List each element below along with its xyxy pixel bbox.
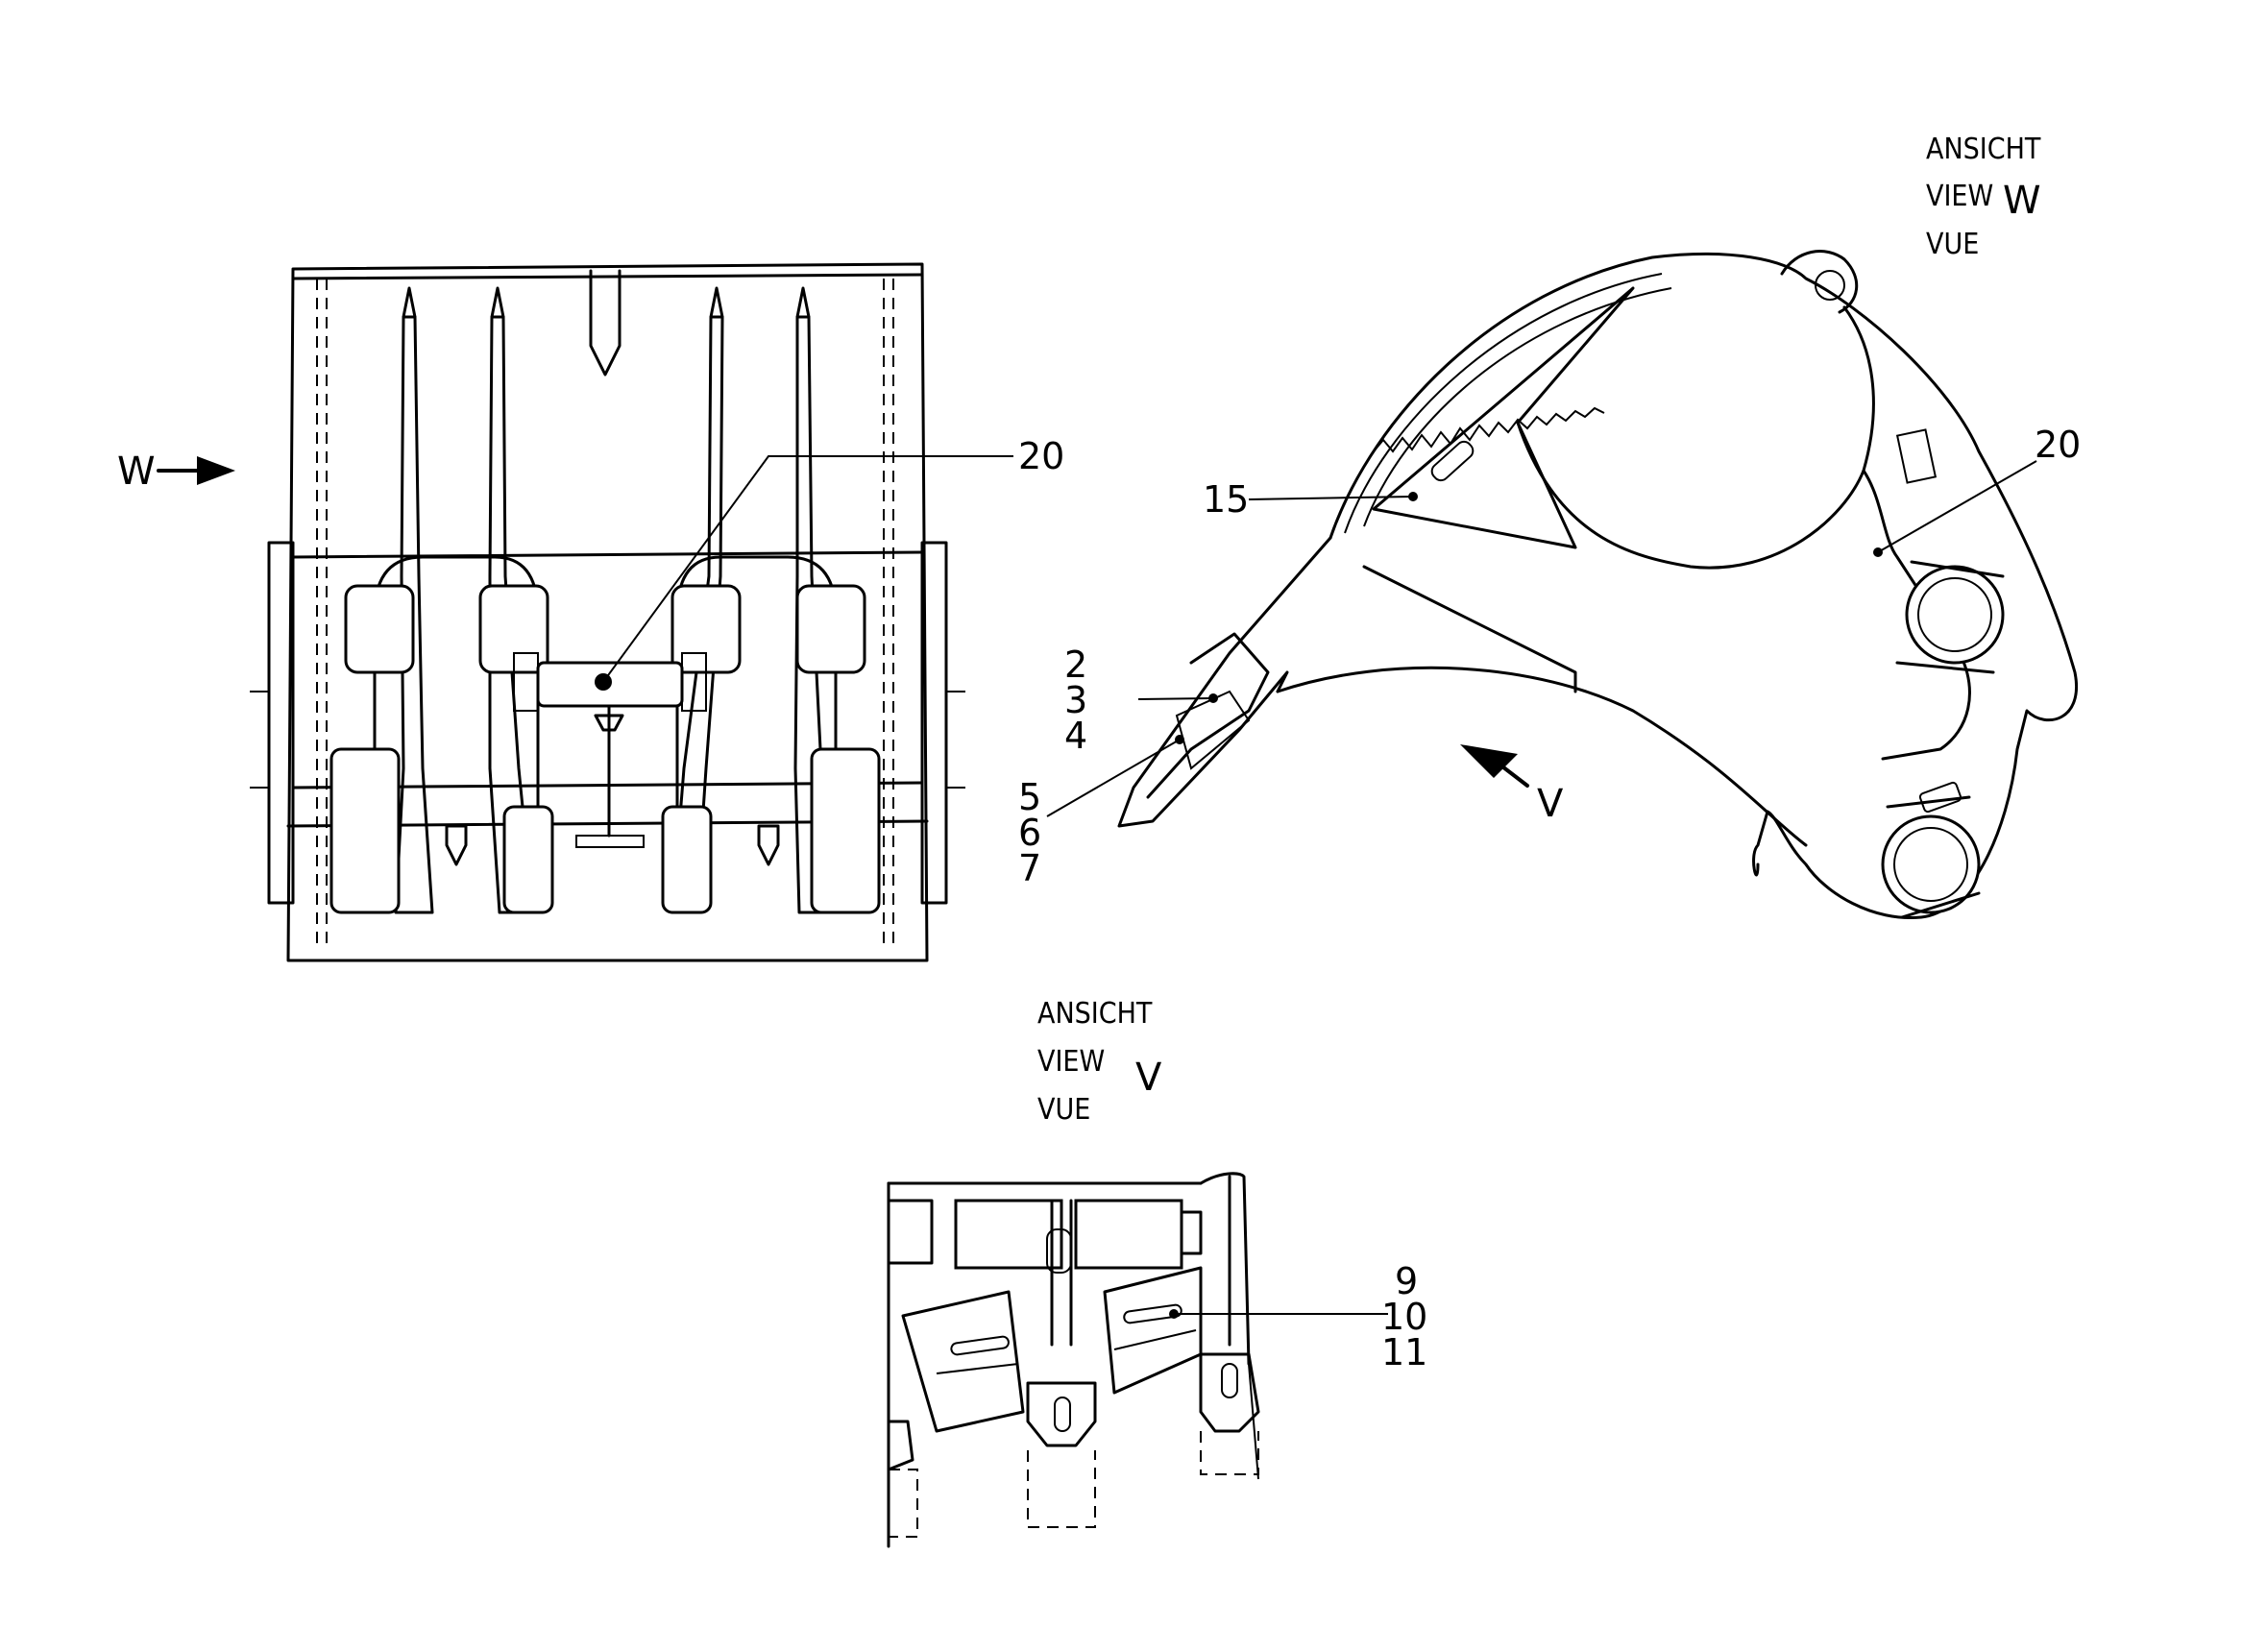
callout-9: 9 [1395,1260,1418,1302]
svg-text:VIEW: VIEW [1926,180,1993,213]
svg-text:VUE: VUE [1926,228,1979,261]
callout-15: 15 [1203,478,1249,521]
svg-text:V: V [1135,1056,1162,1100]
view-w-arrow-label: W [117,449,156,494]
bucket-side-view [1046,250,2079,920]
callout-2: 2 [1064,644,1087,686]
view-v-arrow-label: V [1537,782,1564,826]
view-w-caption: ANSICHT VIEW VUE W [1926,133,2041,261]
callout-20-side: 20 [2035,424,2081,466]
svg-text:VUE: VUE [1037,1093,1090,1127]
callout-20-front: 20 [1018,435,1064,477]
callout-7: 7 [1018,847,1041,889]
callout-4: 4 [1064,715,1087,757]
view-w-arrow [157,456,235,485]
callout-5: 5 [1018,776,1041,818]
svg-text:VIEW: VIEW [1037,1045,1105,1079]
svg-text:ANSICHT: ANSICHT [1037,997,1153,1031]
svg-text:W: W [2003,179,2041,223]
bucket-underside-detail [887,1172,1388,1548]
bucket-front-view [250,262,1013,962]
callout-11: 11 [1381,1331,1427,1373]
callout-6: 6 [1018,812,1041,854]
view-v-caption: ANSICHT VIEW VUE V [1037,997,1162,1127]
view-v-arrow [1460,744,1529,788]
svg-text:ANSICHT: ANSICHT [1926,133,2041,166]
callout-3: 3 [1064,679,1087,721]
callout-10: 10 [1381,1296,1427,1338]
